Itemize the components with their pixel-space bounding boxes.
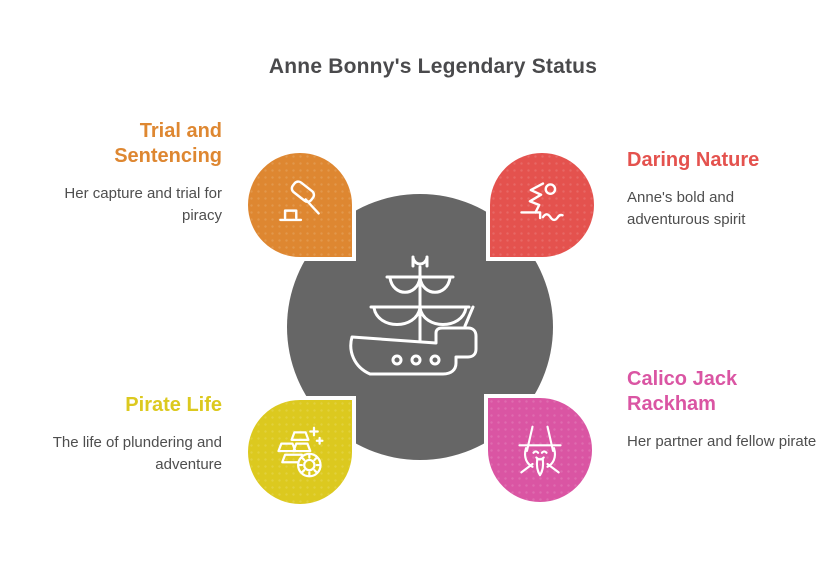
section-description: Her capture and trial for piracy (64, 185, 222, 224)
section-description: Anne's bold and adventurous spirit (627, 189, 746, 228)
section-heading: Daring Nature (627, 149, 760, 171)
bubble-daring-nature (486, 149, 598, 261)
section-heading: Pirate Life (125, 394, 222, 416)
section-calico-jack-rackham: Calico Jack Rackham Her partner and fell… (627, 367, 817, 453)
bubble-trial-and-sentencing (244, 149, 356, 261)
section-heading: Trial and Sentencing (114, 120, 222, 167)
section-heading: Calico Jack Rackham (627, 368, 738, 415)
bubble-calico-jack-rackham (484, 394, 596, 506)
section-description: Her partner and fellow pirate (627, 433, 817, 450)
diver-icon (520, 182, 564, 222)
section-pirate-life: Pirate Life The life of plundering and a… (42, 393, 222, 476)
bubble-pirate-life (244, 396, 356, 508)
gavel-icon (279, 180, 320, 222)
pirate-head-icon (518, 425, 562, 477)
section-daring-nature: Daring Nature Anne's bold and adventurou… (627, 148, 797, 231)
section-trial-and-sentencing: Trial and Sentencing Her capture and tri… (42, 119, 222, 227)
page-title: Anne Bonny's Legendary Status (268, 55, 598, 78)
pirate-ship-icon (349, 255, 478, 376)
section-description: The life of plundering and adventure (52, 434, 222, 473)
gold-bars-icon (277, 426, 324, 478)
